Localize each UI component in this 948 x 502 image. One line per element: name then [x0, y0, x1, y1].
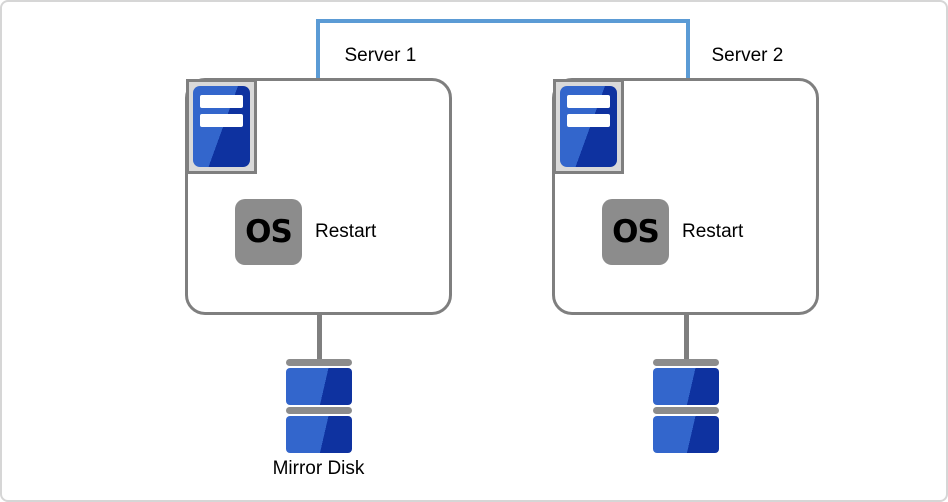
- disk-platter: [285, 368, 352, 405]
- disk-cap: [285, 407, 352, 414]
- tower-slot-icon: [200, 114, 243, 127]
- server-tower-icon: [560, 86, 617, 167]
- server-2-group: Server 2 OS Restart: [552, 2, 819, 500]
- tower-slot-icon: [567, 95, 610, 108]
- disk-connector-line: [683, 313, 689, 360]
- mirror-disk-label: Mirror Disk: [272, 458, 365, 479]
- disk-cap: [285, 359, 352, 366]
- server-1-group: Server 1 OS Restart Mirror Disk: [185, 2, 452, 500]
- disk-cap: [652, 359, 719, 366]
- server-tower-icon: [193, 86, 250, 167]
- mirror-disk-icon: [285, 359, 352, 453]
- server-icon: [186, 79, 257, 174]
- os-icon: OS: [602, 199, 669, 265]
- interconnect-line: [316, 19, 690, 79]
- disk-platter: [285, 416, 352, 453]
- restart-label: Restart: [315, 221, 377, 242]
- disk-cap: [652, 407, 719, 414]
- tower-slot-icon: [567, 114, 610, 127]
- mirror-disk-icon: [652, 359, 719, 453]
- server-icon: [553, 79, 624, 174]
- disk-connector-line: [316, 313, 322, 360]
- os-icon: OS: [235, 199, 302, 265]
- disk-platter: [652, 416, 719, 453]
- os-restart-row: OS Restart: [602, 199, 743, 265]
- os-restart-row: OS Restart: [235, 199, 376, 265]
- restart-label: Restart: [682, 221, 744, 242]
- disk-platter: [652, 368, 719, 405]
- server-1-label: Server 1: [344, 45, 417, 66]
- tower-slot-icon: [200, 95, 243, 108]
- server-2-label: Server 2: [711, 45, 784, 66]
